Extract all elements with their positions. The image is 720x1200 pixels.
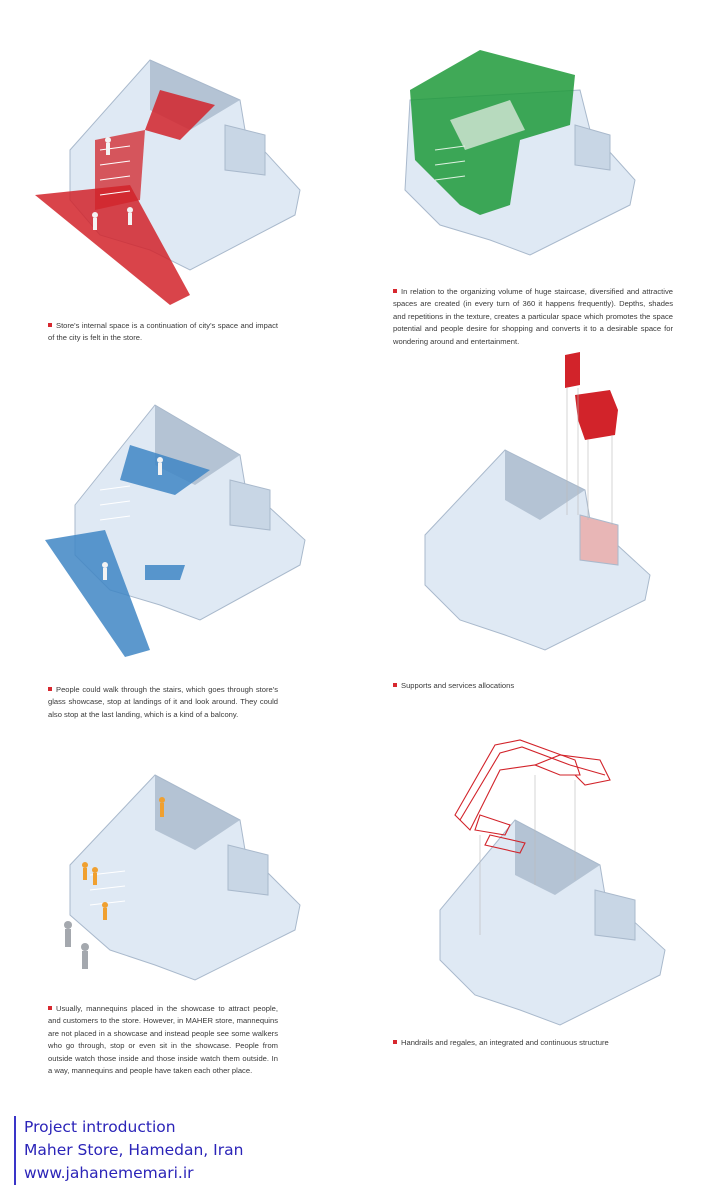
diagram-walk-stairs	[0, 395, 360, 665]
building-axonometric-6	[439, 739, 666, 1026]
caption-mannequins: Usually, mannequins placed in the showca…	[48, 1004, 278, 1076]
red-support-small	[565, 352, 580, 388]
caption-walk-stairs: People could walk through the stairs, wh…	[48, 685, 278, 719]
building-axonometric-1	[35, 59, 301, 305]
caption-handrails: Handrails and regales, an integrated and…	[393, 1037, 673, 1049]
red-service-box	[575, 390, 618, 440]
bullet-icon	[393, 683, 397, 687]
bullet-icon	[48, 687, 52, 691]
red-path-city	[35, 185, 190, 305]
diagram-supports	[360, 350, 720, 660]
red-floor-upper	[145, 90, 215, 140]
caption-staircase-volume: In relation to the organizing volume of …	[393, 287, 673, 346]
mannequin-figures	[82, 797, 165, 920]
building-axonometric-4	[424, 352, 651, 651]
caption-supports: Supports and services allocations	[393, 680, 673, 692]
diagram-mannequins	[0, 765, 360, 985]
red-handrail-structure	[454, 739, 611, 854]
footer-line-project: Maher Store, Hamedan, Iran	[24, 1141, 244, 1159]
caption-city-space: Store's internal space is a continuation…	[48, 321, 278, 343]
diagram-city-space	[0, 0, 360, 310]
diagram-staircase-volume	[360, 0, 720, 280]
people-icons-3	[102, 457, 163, 580]
footer-line-title: Project introduction	[24, 1118, 176, 1136]
building-axonometric-3	[45, 404, 306, 657]
footer-credits: Project introduction Maher Store, Hameda…	[14, 1116, 243, 1185]
building-axonometric-2	[404, 50, 636, 256]
bullet-icon	[393, 289, 397, 293]
blue-floor-upper	[120, 445, 210, 495]
bullet-icon	[48, 1006, 52, 1010]
walker-figures	[64, 921, 89, 969]
footer-line-website[interactable]: www.jahanememari.ir	[24, 1164, 194, 1182]
bullet-icon	[48, 323, 52, 327]
diagram-handrails	[360, 735, 720, 1026]
building-axonometric-5	[64, 774, 301, 981]
people-icons-1	[92, 137, 133, 230]
blue-path-city	[45, 530, 150, 657]
bullet-icon	[393, 1040, 397, 1044]
